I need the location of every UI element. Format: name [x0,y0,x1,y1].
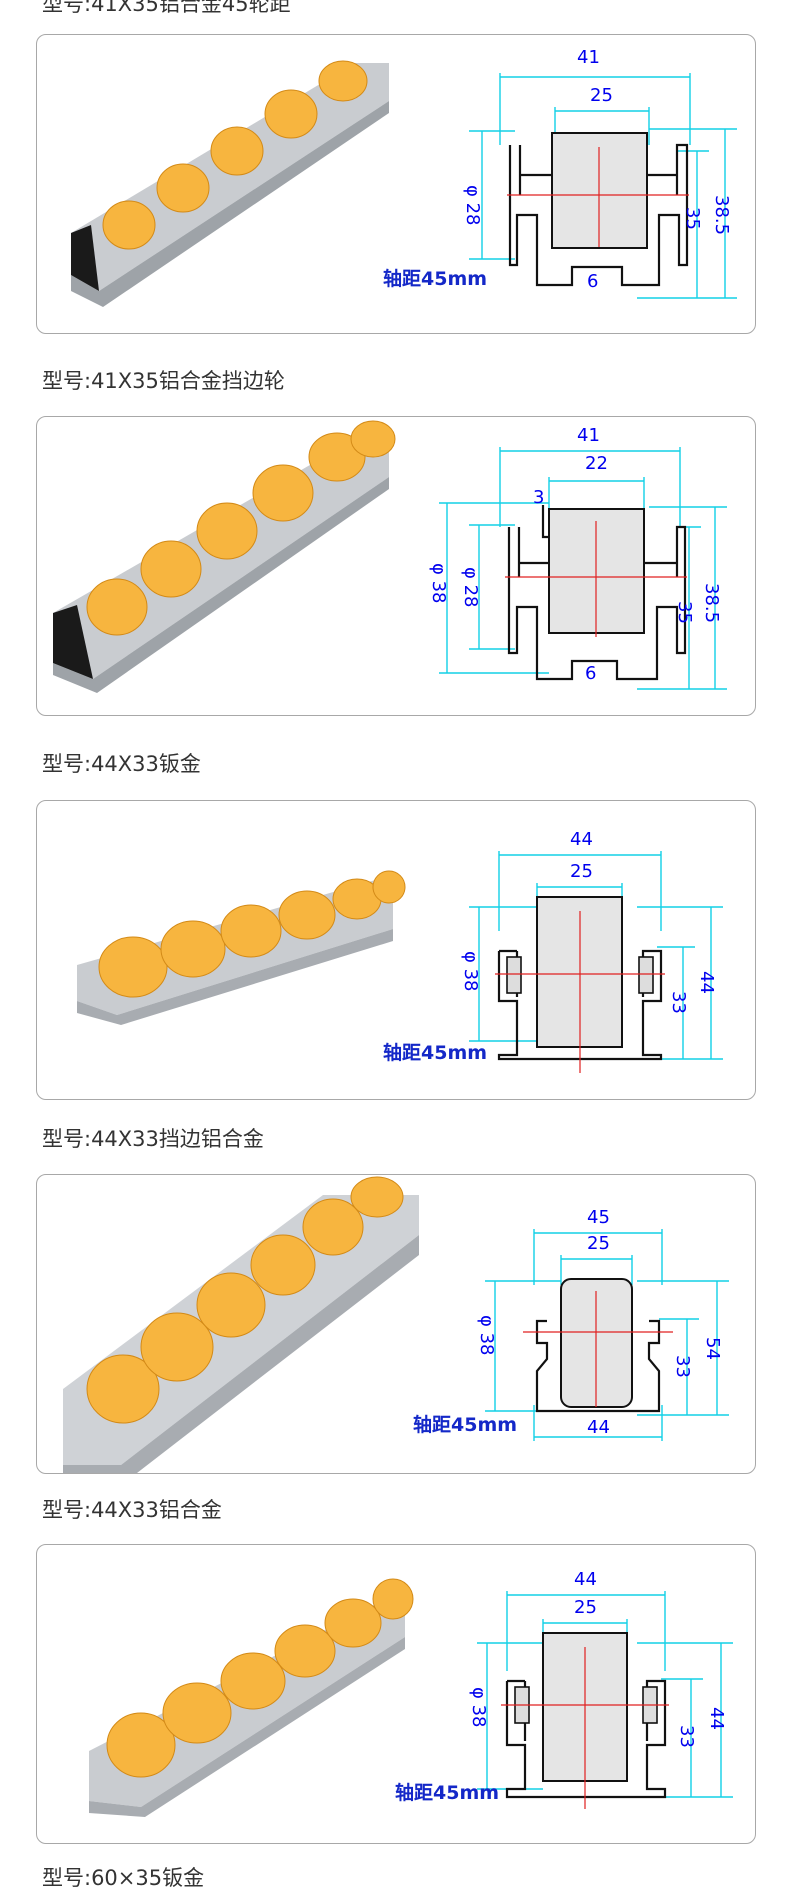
dim-width-inner-4: 25 [587,1233,610,1254]
dim-diameter-1: φ 28 [462,185,483,226]
product-illustration-3: 44 25 φ 38 33 44 轴距45mm [77,829,723,1073]
caption-model-partial-top: 型号:41X35铝合金45轮距 [42,0,291,16]
product-photo-4 [63,1176,419,1473]
axle-distance-label-3: 轴距45mm [383,1041,487,1064]
dim-diameter-4: φ 38 [476,1315,497,1356]
product-illustration-4: 45 25 φ 38 33 54 44 轴距45mm [63,1176,729,1473]
dim-height-inner-2: 35 [674,601,695,624]
dim-diameter-outer-2: φ 38 [428,563,449,604]
dim-flange-2: 3 [533,487,544,508]
dim-width-outer-3: 44 [570,829,593,850]
dim-width-inner-2: 22 [585,453,608,474]
axle-distance-label-5: 轴距45mm [395,1781,499,1804]
axle-distance-label-4: 轴距45mm [413,1413,517,1436]
caption-model-partial-bottom: 型号:60×35钣金 [42,1866,205,1890]
dim-width-outer-4: 45 [587,1207,610,1228]
product-photo-5 [89,1578,414,1817]
dim-diameter-3: φ 38 [460,951,481,992]
profile-drawing-3 [469,851,723,1073]
product-card-1: 41 25 φ 28 35 38.5 6 轴距45mm [36,34,756,334]
dim-width-inner-1: 25 [590,85,613,106]
dim-diameter-inner-2: φ 28 [460,567,481,608]
product-card-5: 44 25 φ 38 33 44 轴距45mm [36,1544,756,1844]
caption-model-3: 型号:44X33钣金 [42,752,201,776]
dim-height-outer-4: 54 [702,1337,723,1360]
dim-height-inner-5: 33 [676,1725,697,1748]
dim-height-inner-4: 33 [672,1355,693,1378]
caption-model-5: 型号:44X33铝合金 [42,1498,222,1522]
dim-width-outer-5: 44 [574,1569,597,1590]
profile-drawing-1 [469,73,737,299]
profile-drawing-2 [439,447,727,690]
product-card-2: 41 22 3 φ 38 φ 28 35 38.5 6 [36,416,756,716]
dim-gap-2: 6 [585,663,596,684]
dim-gap-1: 6 [587,271,598,292]
caption-model-4: 型号:44X33挡边铝合金 [42,1127,264,1151]
dim-width-outer-2: 41 [577,425,600,446]
product-illustration-1: 41 25 φ 28 35 38.5 6 轴距45mm [71,47,737,307]
product-photo-2 [53,420,396,693]
dim-height-outer-2: 38.5 [701,583,722,623]
dim-height-inner-3: 33 [668,991,689,1014]
product-illustration-5: 44 25 φ 38 33 44 轴距45mm [89,1569,733,1817]
dim-height-outer-1: 38.5 [711,195,732,235]
dim-height-inner-1: 35 [682,207,703,230]
product-card-4: 45 25 φ 38 33 54 44 轴距45mm [36,1174,756,1474]
axle-distance-label-1: 轴距45mm [383,267,487,290]
dim-width-outer-1: 41 [577,47,600,68]
product-photo-3 [77,870,406,1025]
product-illustration-2: 41 22 3 φ 38 φ 28 35 38.5 6 [53,420,727,693]
dim-height-outer-3: 44 [696,971,717,994]
product-photo-1 [71,60,389,307]
product-card-3: 44 25 φ 38 33 44 轴距45mm [36,800,756,1100]
profile-drawing-4 [485,1229,729,1441]
profile-drawing-5 [477,1591,733,1809]
dim-width-inner-3: 25 [570,861,593,882]
dim-height-outer-5: 44 [706,1707,727,1730]
dim-width-inner-5: 25 [574,1597,597,1618]
caption-model-2: 型号:41X35铝合金挡边轮 [42,369,285,393]
dim-bottom-width-4: 44 [587,1417,610,1438]
dim-diameter-5: φ 38 [468,1687,489,1728]
